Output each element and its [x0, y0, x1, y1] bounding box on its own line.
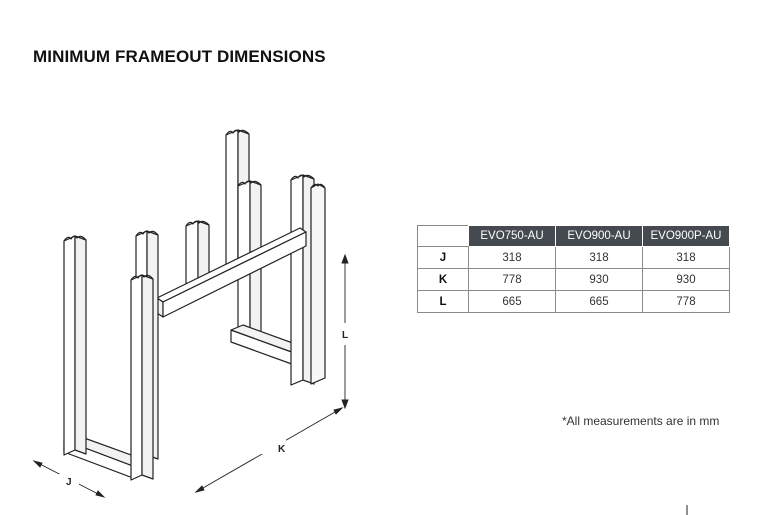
table-row: K 778 930 930	[417, 268, 730, 291]
table-cell: 665	[468, 290, 556, 313]
table-row: L 665 665 778	[417, 290, 730, 313]
table-cell: 318	[642, 246, 730, 269]
column-header: EVO900-AU	[555, 225, 643, 247]
dimensions-table: EVO750-AU EVO900-AU EVO900P-AU J 318 318…	[417, 225, 730, 313]
table-cell: 318	[555, 246, 643, 269]
table-corner-cell	[417, 225, 469, 247]
dimension-label-l: L	[342, 330, 348, 341]
frame-post-left-front	[130, 274, 154, 481]
frame-post-left-outer	[63, 235, 87, 456]
row-label: K	[417, 268, 469, 291]
page-title: MINIMUM FRAMEOUT DIMENSIONS	[33, 47, 326, 66]
table-row: J 318 318 318	[417, 246, 730, 269]
column-header: EVO750-AU	[468, 225, 556, 247]
table-cell: 665	[555, 290, 643, 313]
row-label: J	[417, 246, 469, 269]
table-header-row: EVO750-AU EVO900-AU EVO900P-AU	[417, 225, 730, 247]
row-label: L	[417, 290, 469, 313]
table-cell: 778	[642, 290, 730, 313]
dimension-label-j: J	[66, 477, 72, 488]
dimension-label-k: K	[278, 444, 286, 455]
measurement-note: *All measurements are in mm	[562, 414, 720, 428]
table-cell: 930	[642, 268, 730, 291]
frame-post-right-outer	[310, 183, 326, 385]
column-header: EVO900P-AU	[642, 225, 730, 247]
table-cell: 778	[468, 268, 556, 291]
table-cell: 318	[468, 246, 556, 269]
table-cell: 930	[555, 268, 643, 291]
